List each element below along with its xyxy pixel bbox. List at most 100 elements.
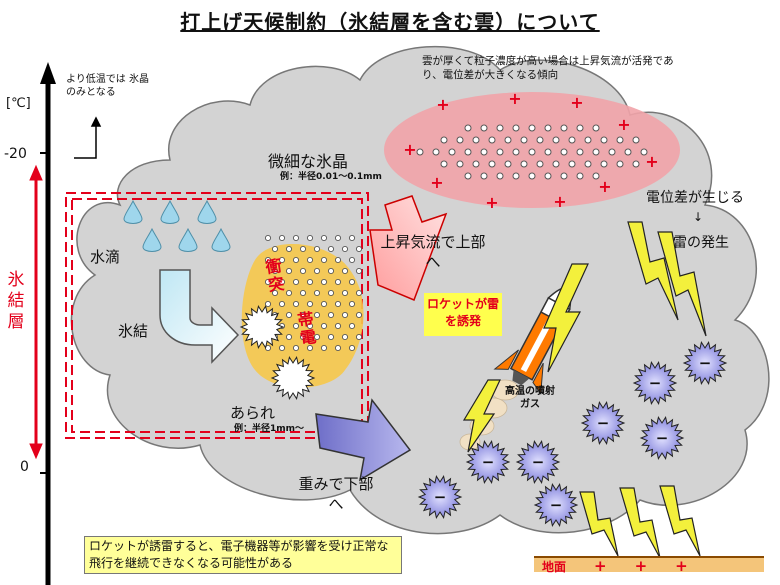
small-crystal-dot	[299, 245, 307, 253]
small-crystal-dot	[313, 267, 321, 275]
small-crystal-dot	[334, 344, 342, 352]
ice-crystal-dot	[560, 172, 568, 180]
downdraft-label: 重みで下部へ	[298, 475, 374, 513]
small-crystal-dot	[355, 333, 363, 341]
minus-sign: −	[656, 429, 669, 447]
ice-crystal-dot	[440, 160, 448, 168]
ice-crystal-dot	[536, 160, 544, 168]
rocket-lightning-lower	[462, 379, 501, 453]
small-crystal-dot	[285, 245, 293, 253]
updraft-label: 上昇気流で上部へ	[380, 233, 486, 271]
ice-crystal-dot	[560, 148, 568, 156]
ice-crystal-dot	[592, 148, 600, 156]
ice-crystal-dot	[552, 160, 560, 168]
ice-crystal-dot	[632, 136, 640, 144]
hail-size: 例：半径1mm～	[234, 424, 305, 434]
small-crystal-dot	[320, 234, 328, 242]
ground-plus-1: +	[594, 557, 607, 575]
small-crystal-dot	[320, 300, 328, 308]
minus-sign: −	[532, 453, 545, 471]
ice-crystal-dot	[576, 148, 584, 156]
graupel-icon	[270, 356, 316, 400]
ice-crystal-dot	[456, 136, 464, 144]
ice-crystal-dot	[560, 124, 568, 132]
ice-crystal-dot	[504, 160, 512, 168]
plus-sign: +	[645, 152, 658, 171]
small-crystal-dot	[292, 234, 300, 242]
ice-layer-label: 氷結層	[7, 270, 25, 332]
negative-particle-icon	[515, 440, 561, 484]
small-crystal-dot	[341, 289, 349, 297]
ice-crystal-dot	[528, 148, 536, 156]
small-crystal-dot	[327, 267, 335, 275]
small-crystal-dot	[320, 322, 328, 330]
ice-crystal-dot	[432, 148, 440, 156]
small-crystal-dot	[292, 278, 300, 286]
small-crystal-dot	[334, 234, 342, 242]
negative-particle-icon	[632, 361, 678, 405]
negative-particle-icon	[533, 483, 579, 527]
ice-crystal-dot	[624, 148, 632, 156]
low-temp-note: より低温では 氷晶のみとなる	[66, 74, 149, 98]
lightning-bolts	[579, 221, 707, 559]
ground-plus-3: +	[675, 557, 688, 575]
ice-crystal-dot	[480, 124, 488, 132]
ice-crystal-dot	[512, 172, 520, 180]
ice-crystal-dot	[504, 136, 512, 144]
small-crystal-dot	[341, 333, 349, 341]
ice-crystal-dot	[576, 124, 584, 132]
ice-crystal-dot	[448, 148, 456, 156]
ground: 地面 + + +	[534, 556, 764, 575]
ice-crystal-dot	[488, 160, 496, 168]
ice-crystal-dot	[616, 160, 624, 168]
small-crystal-dot	[348, 278, 356, 286]
small-crystal-dot	[348, 256, 356, 264]
ice-crystal-dot	[456, 160, 464, 168]
ice-crystal-dot	[528, 172, 536, 180]
plus-sign: +	[485, 193, 498, 212]
ice-crystal-dot	[568, 136, 576, 144]
water-drop-icon	[211, 227, 231, 252]
ice-crystal-dot	[464, 124, 472, 132]
ice-crystal-dot	[632, 160, 640, 168]
small-crystal-dot	[313, 289, 321, 297]
freeze-arrow	[159, 269, 240, 364]
small-crystal-dot	[271, 245, 279, 253]
small-crystal-dot	[299, 311, 307, 319]
ice-crystal-dot	[528, 124, 536, 132]
small-crystal-dot	[327, 245, 335, 253]
ice-crystal-size: 例：半径0.01～0.1mm	[280, 172, 382, 182]
water-drop-icon	[178, 227, 198, 252]
ice-crystal-dot	[488, 136, 496, 144]
small-crystal-dot	[341, 245, 349, 253]
ground-label: 地面	[542, 560, 567, 574]
small-crystal-dot	[320, 256, 328, 264]
small-crystal-dot	[278, 344, 286, 352]
plus-sign: +	[617, 115, 630, 134]
small-crystal-dot	[292, 300, 300, 308]
small-crystal-dot	[306, 322, 314, 330]
small-crystal-dot	[278, 300, 286, 308]
minus-sign: −	[597, 414, 610, 432]
small-crystal-dot	[313, 311, 321, 319]
small-crystal-dot	[334, 278, 342, 286]
ground-plus-2: +	[634, 557, 648, 575]
ice-crystal-dot	[568, 160, 576, 168]
rocket-lightning	[543, 263, 589, 373]
ice-crystal-dot	[616, 136, 624, 144]
small-crystal-dot	[334, 300, 342, 308]
potential-diff-label: 電位差が生じる	[646, 190, 744, 206]
small-crystal-dot	[271, 267, 279, 275]
plus-sign: +	[508, 89, 521, 108]
small-crystal-dot	[334, 256, 342, 264]
axis-unit: [℃]	[6, 96, 31, 111]
plus-sign: +	[598, 177, 611, 196]
ice-crystal-dots	[416, 124, 648, 180]
small-crystal-dot	[348, 300, 356, 308]
ice-crystal-label: 微細な氷晶	[268, 152, 349, 171]
small-crystal-dot	[278, 278, 286, 286]
small-crystal-dot	[355, 245, 363, 253]
small-crystal-dot	[285, 311, 293, 319]
ice-crystal-dot	[520, 136, 528, 144]
